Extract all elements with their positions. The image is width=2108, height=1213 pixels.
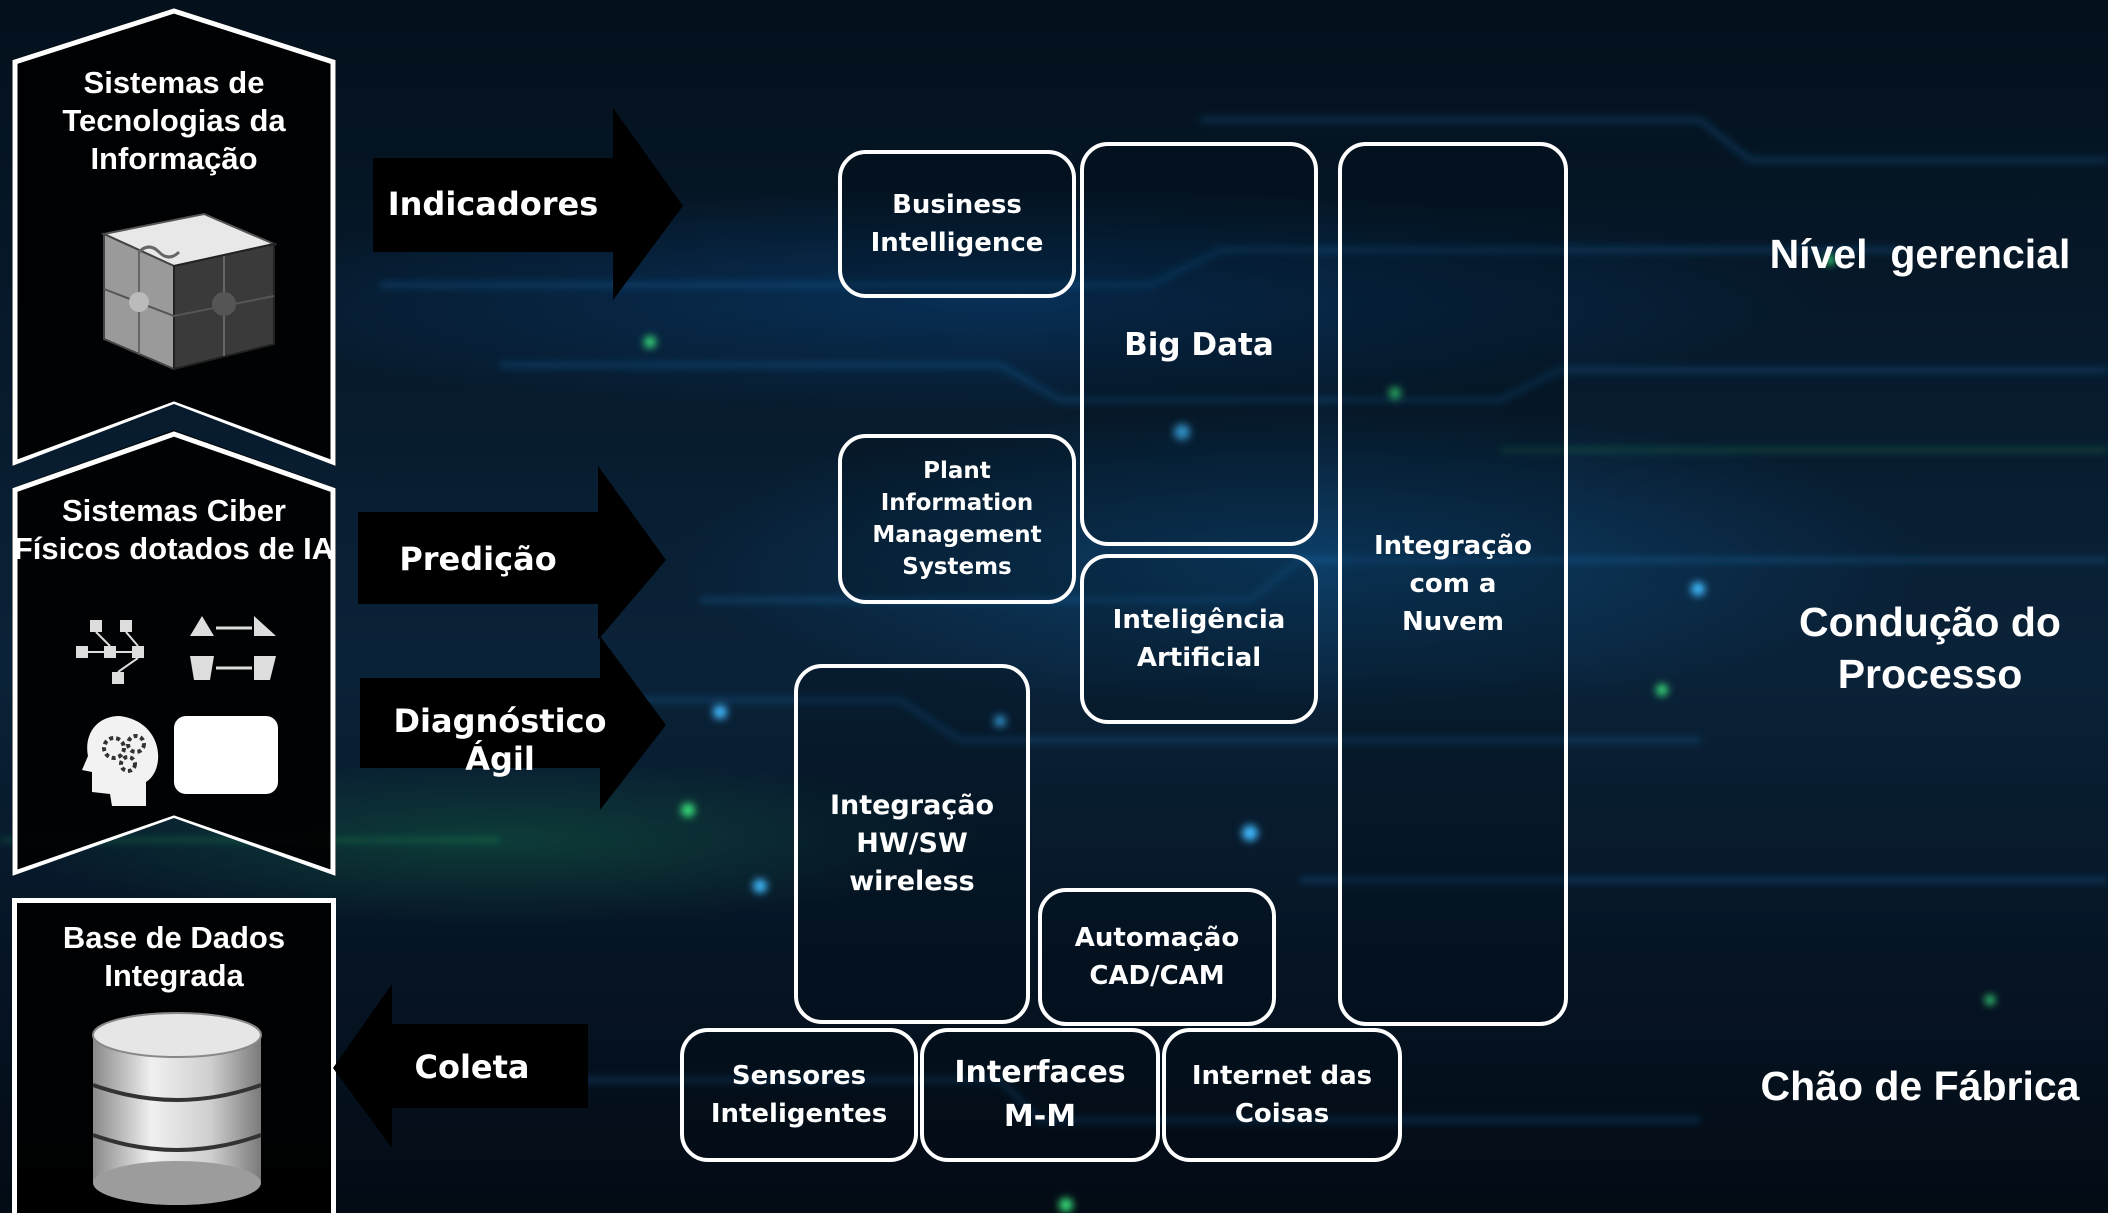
indicadores-label: Indicadores	[387, 185, 599, 223]
pims-box: Plant Information Management Systems	[838, 434, 1076, 604]
diagnostico-label: Diagnóstico Ágil	[393, 702, 607, 778]
it-systems-title: Sistemas de Tecnologias da Informação	[62, 65, 286, 176]
cyber-physical-title: Sistemas Ciber Físicos dotados de IA	[13, 493, 335, 566]
management-level-label: Nível gerencial	[1769, 231, 2071, 277]
process-level-label: Condução do Processo	[1799, 599, 2061, 697]
cyber-panel-outline	[12, 430, 336, 876]
cad-cam-box: Automação CAD/CAM	[1038, 888, 1276, 1026]
database-title: Base de Dados Integrada	[62, 920, 286, 993]
cyber-physical-panel: Sistemas Ciber Físicos dotados de IA	[12, 430, 336, 876]
smart-sensors-box: Sensores Inteligentes	[680, 1028, 918, 1162]
database-panel: Base de Dados Integrada	[12, 898, 336, 1213]
business-intelligence-box: Business Intelligence	[838, 150, 1076, 298]
cloud-integration-box: Integração com a Nuvem	[1338, 142, 1568, 1026]
puzzle-cube-icon	[84, 204, 284, 374]
it-systems-panel: Sistemas de Tecnologias da Informação	[12, 8, 336, 466]
big-data-label: Big Data	[1124, 327, 1274, 363]
artificial-intelligence-box: Inteligência Artificial	[1080, 554, 1318, 724]
exchange-arrows-icon	[180, 616, 280, 696]
blank-card-icon	[174, 716, 278, 794]
coleta-label: Coleta	[414, 1048, 530, 1086]
big-data-box: Big Data	[1080, 142, 1318, 546]
hw-sw-integration-box: Integração HW/SW wireless	[794, 664, 1030, 1024]
predicao-label: Predição	[399, 540, 557, 578]
robot-head-gears-icon	[80, 712, 170, 808]
machine-interfaces-box: Interfaces M-M	[920, 1028, 1160, 1162]
database-cylinder-icon	[92, 1012, 262, 1205]
shop-floor-level-label: Chão de Fábrica	[1760, 1063, 2080, 1109]
internet-of-things-box: Internet das Coisas	[1162, 1028, 1402, 1162]
it-panel-outline	[12, 8, 336, 466]
network-icon	[64, 620, 164, 710]
